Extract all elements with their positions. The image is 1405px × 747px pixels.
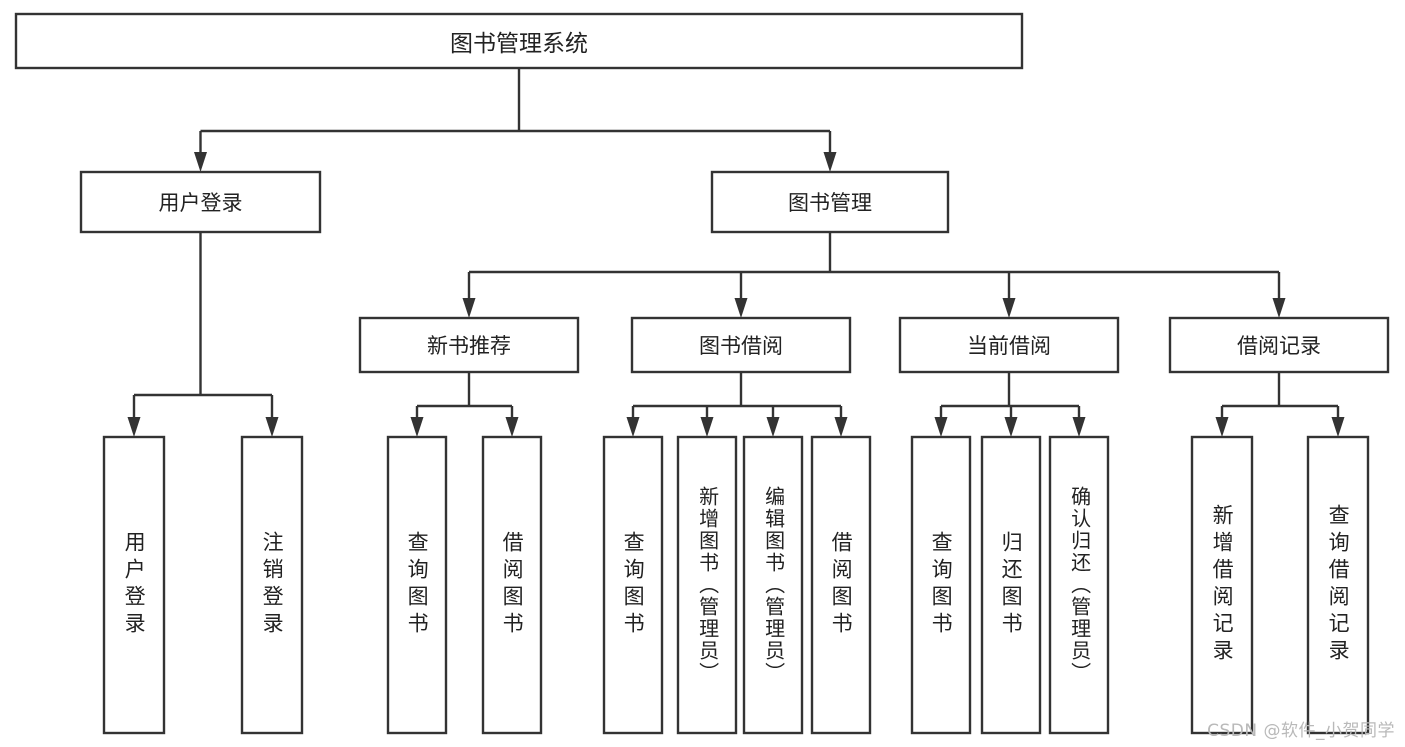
node-box-login[interactable]: [79, 170, 322, 234]
node-box-root[interactable]: [14, 12, 1024, 70]
node-box-leaf-borrow-book-1[interactable]: [481, 435, 543, 735]
arrow-head-leaf-edit-book: [766, 417, 780, 437]
node-box-leaf-borrow-book-2[interactable]: [810, 435, 872, 735]
node-box-borrow[interactable]: [630, 316, 852, 374]
edge-group-borrow: [626, 372, 848, 437]
arrow-head-current: [1002, 298, 1016, 318]
node-box-bookmgmt[interactable]: [710, 170, 950, 234]
arrow-head-login: [194, 152, 207, 172]
edge-layer: [127, 68, 1345, 437]
arrow-head-leaf-confirm-return: [1072, 417, 1086, 437]
node-box-records[interactable]: [1168, 316, 1390, 374]
edge-group-login: [127, 232, 279, 437]
node-box-current[interactable]: [898, 316, 1120, 374]
arrow-head-leaf-user-logout: [265, 417, 279, 437]
edge-group-current: [934, 372, 1086, 437]
node-box-newbook[interactable]: [358, 316, 580, 374]
arrow-head-leaf-query-book-2: [626, 417, 640, 437]
edge-group-newbook: [410, 372, 519, 437]
node-box-leaf-confirm-return[interactable]: [1048, 435, 1110, 735]
arrow-head-records: [1272, 298, 1286, 318]
arrow-head-leaf-borrow-book-2: [834, 417, 848, 437]
node-box-leaf-user-login[interactable]: [102, 435, 166, 735]
arrow-head-borrow: [734, 298, 748, 318]
arrow-head-leaf-query-record: [1331, 417, 1345, 437]
node-box-leaf-query-book-1[interactable]: [386, 435, 448, 735]
arrow-head-leaf-return-book: [1004, 417, 1018, 437]
edge-group-records: [1215, 372, 1345, 437]
node-box-leaf-add-book[interactable]: [676, 435, 738, 735]
node-layer: [14, 12, 1390, 735]
arrow-head-leaf-add-record: [1215, 417, 1229, 437]
arrow-head-bookmgmt: [823, 152, 837, 172]
node-box-leaf-query-book-3[interactable]: [910, 435, 972, 735]
node-box-leaf-user-logout[interactable]: [240, 435, 304, 735]
arrow-head-leaf-query-book-3: [934, 417, 948, 437]
node-box-leaf-edit-book[interactable]: [742, 435, 804, 735]
node-box-leaf-return-book[interactable]: [980, 435, 1042, 735]
node-box-leaf-query-record[interactable]: [1306, 435, 1370, 735]
edge-group-bookmgmt: [462, 232, 1286, 318]
arrow-head-leaf-add-book: [700, 417, 714, 437]
node-box-leaf-add-record[interactable]: [1190, 435, 1254, 735]
arrow-head-newbook: [462, 298, 476, 318]
edge-group-root: [194, 68, 837, 172]
node-box-leaf-query-book-2[interactable]: [602, 435, 664, 735]
arrow-head-leaf-query-book-1: [410, 417, 424, 437]
arrow-head-leaf-user-login: [127, 417, 141, 437]
arrow-head-leaf-borrow-book-1: [505, 417, 519, 437]
